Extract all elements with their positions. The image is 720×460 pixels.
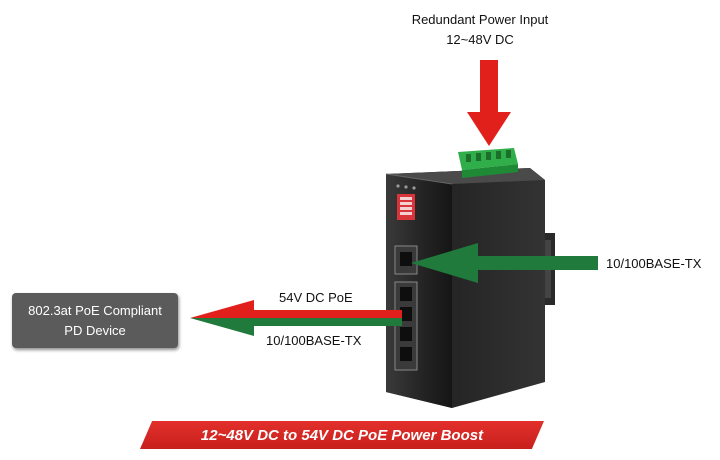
industrial-poe-switch <box>385 168 545 408</box>
poe-rj45-ports <box>394 281 418 371</box>
poe-data-label: 10/100BASE-TX <box>266 333 362 348</box>
redundant-power-title: Redundant Power Input <box>411 12 549 27</box>
pd-device-line1: 802.3at PoE Compliant <box>28 302 162 318</box>
dip-switch <box>397 194 415 220</box>
power-boost-banner-text: 12~48V DC to 54V DC PoE Power Boost <box>200 426 484 444</box>
pd-device-line2: PD Device <box>64 322 126 338</box>
uplink-rj45-port <box>394 245 418 275</box>
uplink-data-arrow <box>411 243 598 283</box>
uplink-port-label: 10/100BASE-TX <box>606 256 702 271</box>
power-input-arrow <box>467 60 511 146</box>
redundant-power-label: Redundant Power Input 12~48V DC <box>360 10 600 50</box>
pd-device-box: 802.3at PoE Compliant PD Device <box>12 293 178 348</box>
poe-power-label: 54V DC PoE <box>279 290 353 305</box>
poe-output-arrow <box>190 300 402 336</box>
power-boost-banner: 12~48V DC to 54V DC PoE Power Boost <box>140 421 544 449</box>
redundant-power-voltage: 12~48V DC <box>446 32 514 47</box>
terminal-block <box>458 148 518 178</box>
